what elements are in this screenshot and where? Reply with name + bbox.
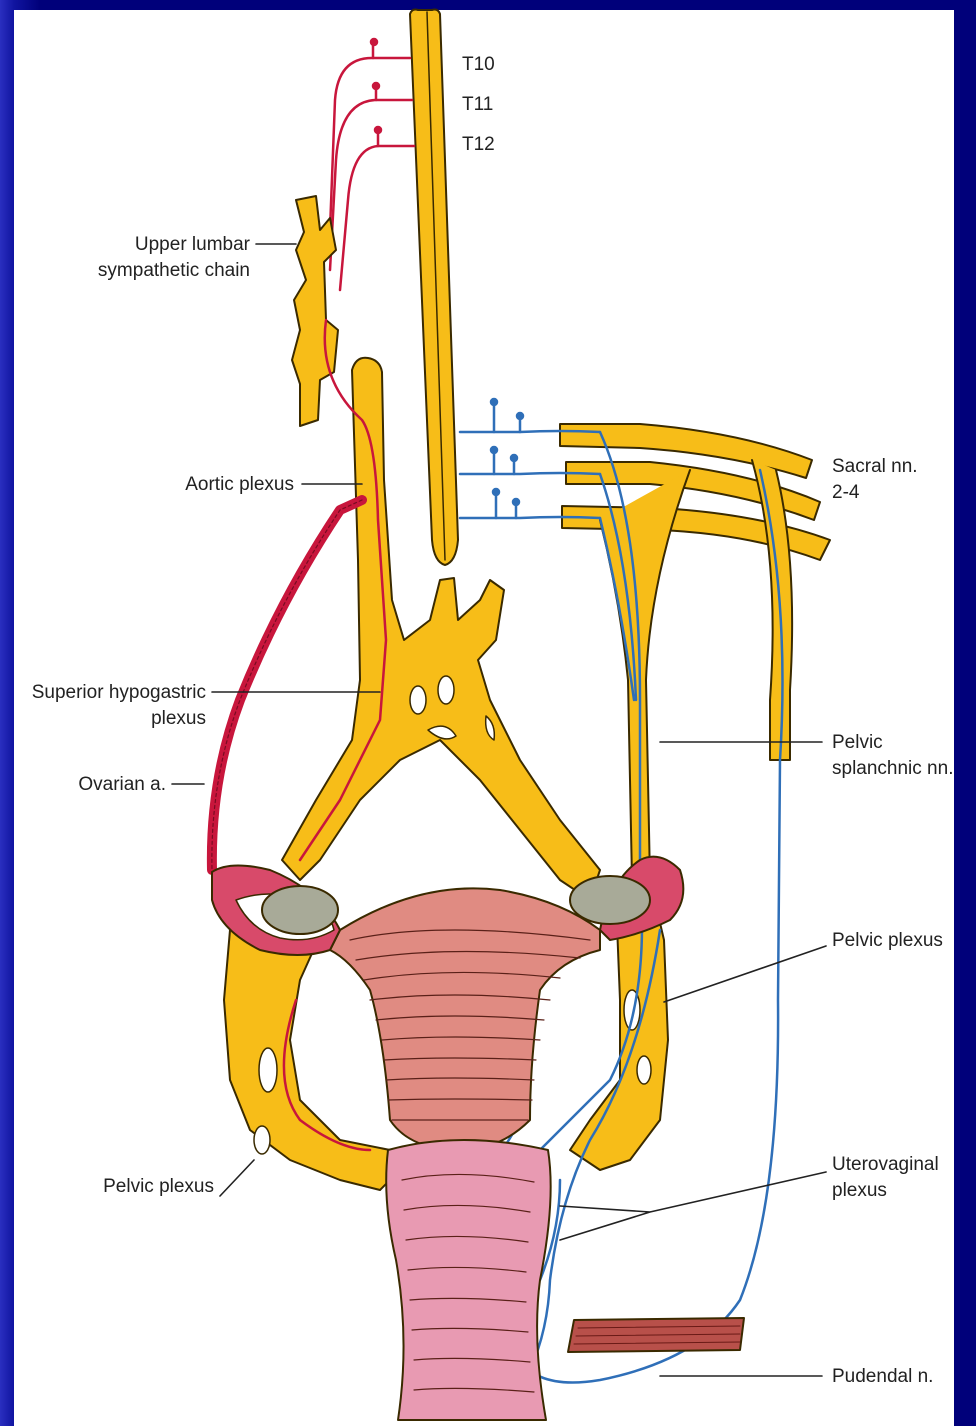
label-uterovaginal-1: Uterovaginal xyxy=(832,1154,939,1175)
label-upper-lumbar-1: Upper lumbar xyxy=(135,234,251,255)
label-ovarian-artery: Ovarian a. xyxy=(78,774,166,795)
label-superior-hypogastric-2: plexus xyxy=(151,708,206,729)
label-superior-hypogastric-1: Superior hypogastric xyxy=(32,682,206,703)
label-upper-lumbar-2: sympathetic chain xyxy=(98,260,250,281)
label-pelvic-plexus-left: Pelvic plexus xyxy=(103,1176,214,1197)
label-pudendal-nerve: Pudendal n. xyxy=(832,1366,933,1387)
thoracic-rootlets xyxy=(330,39,414,290)
label-t11: T11 xyxy=(462,94,493,115)
vagina xyxy=(386,1140,550,1420)
label-aortic-plexus: Aortic plexus xyxy=(185,474,294,495)
sacral-nerves xyxy=(560,424,830,880)
uterus xyxy=(330,888,600,1150)
pudendal-muscle xyxy=(568,1318,744,1352)
label-pelvic-splanchnic-2: splanchnic nn. xyxy=(832,758,953,779)
label-pelvic-plexus-right: Pelvic plexus xyxy=(832,930,943,951)
label-uterovaginal-2: plexus xyxy=(832,1180,887,1201)
label-t10: T10 xyxy=(462,54,495,75)
label-pelvic-splanchnic-1: Pelvic xyxy=(832,732,883,753)
label-sacral-2: 2-4 xyxy=(832,482,860,503)
spinal-cord xyxy=(410,10,458,566)
sympathetic-chain xyxy=(292,196,338,426)
label-t12: T12 xyxy=(462,134,495,155)
label-sacral-1: Sacral nn. xyxy=(832,456,918,477)
